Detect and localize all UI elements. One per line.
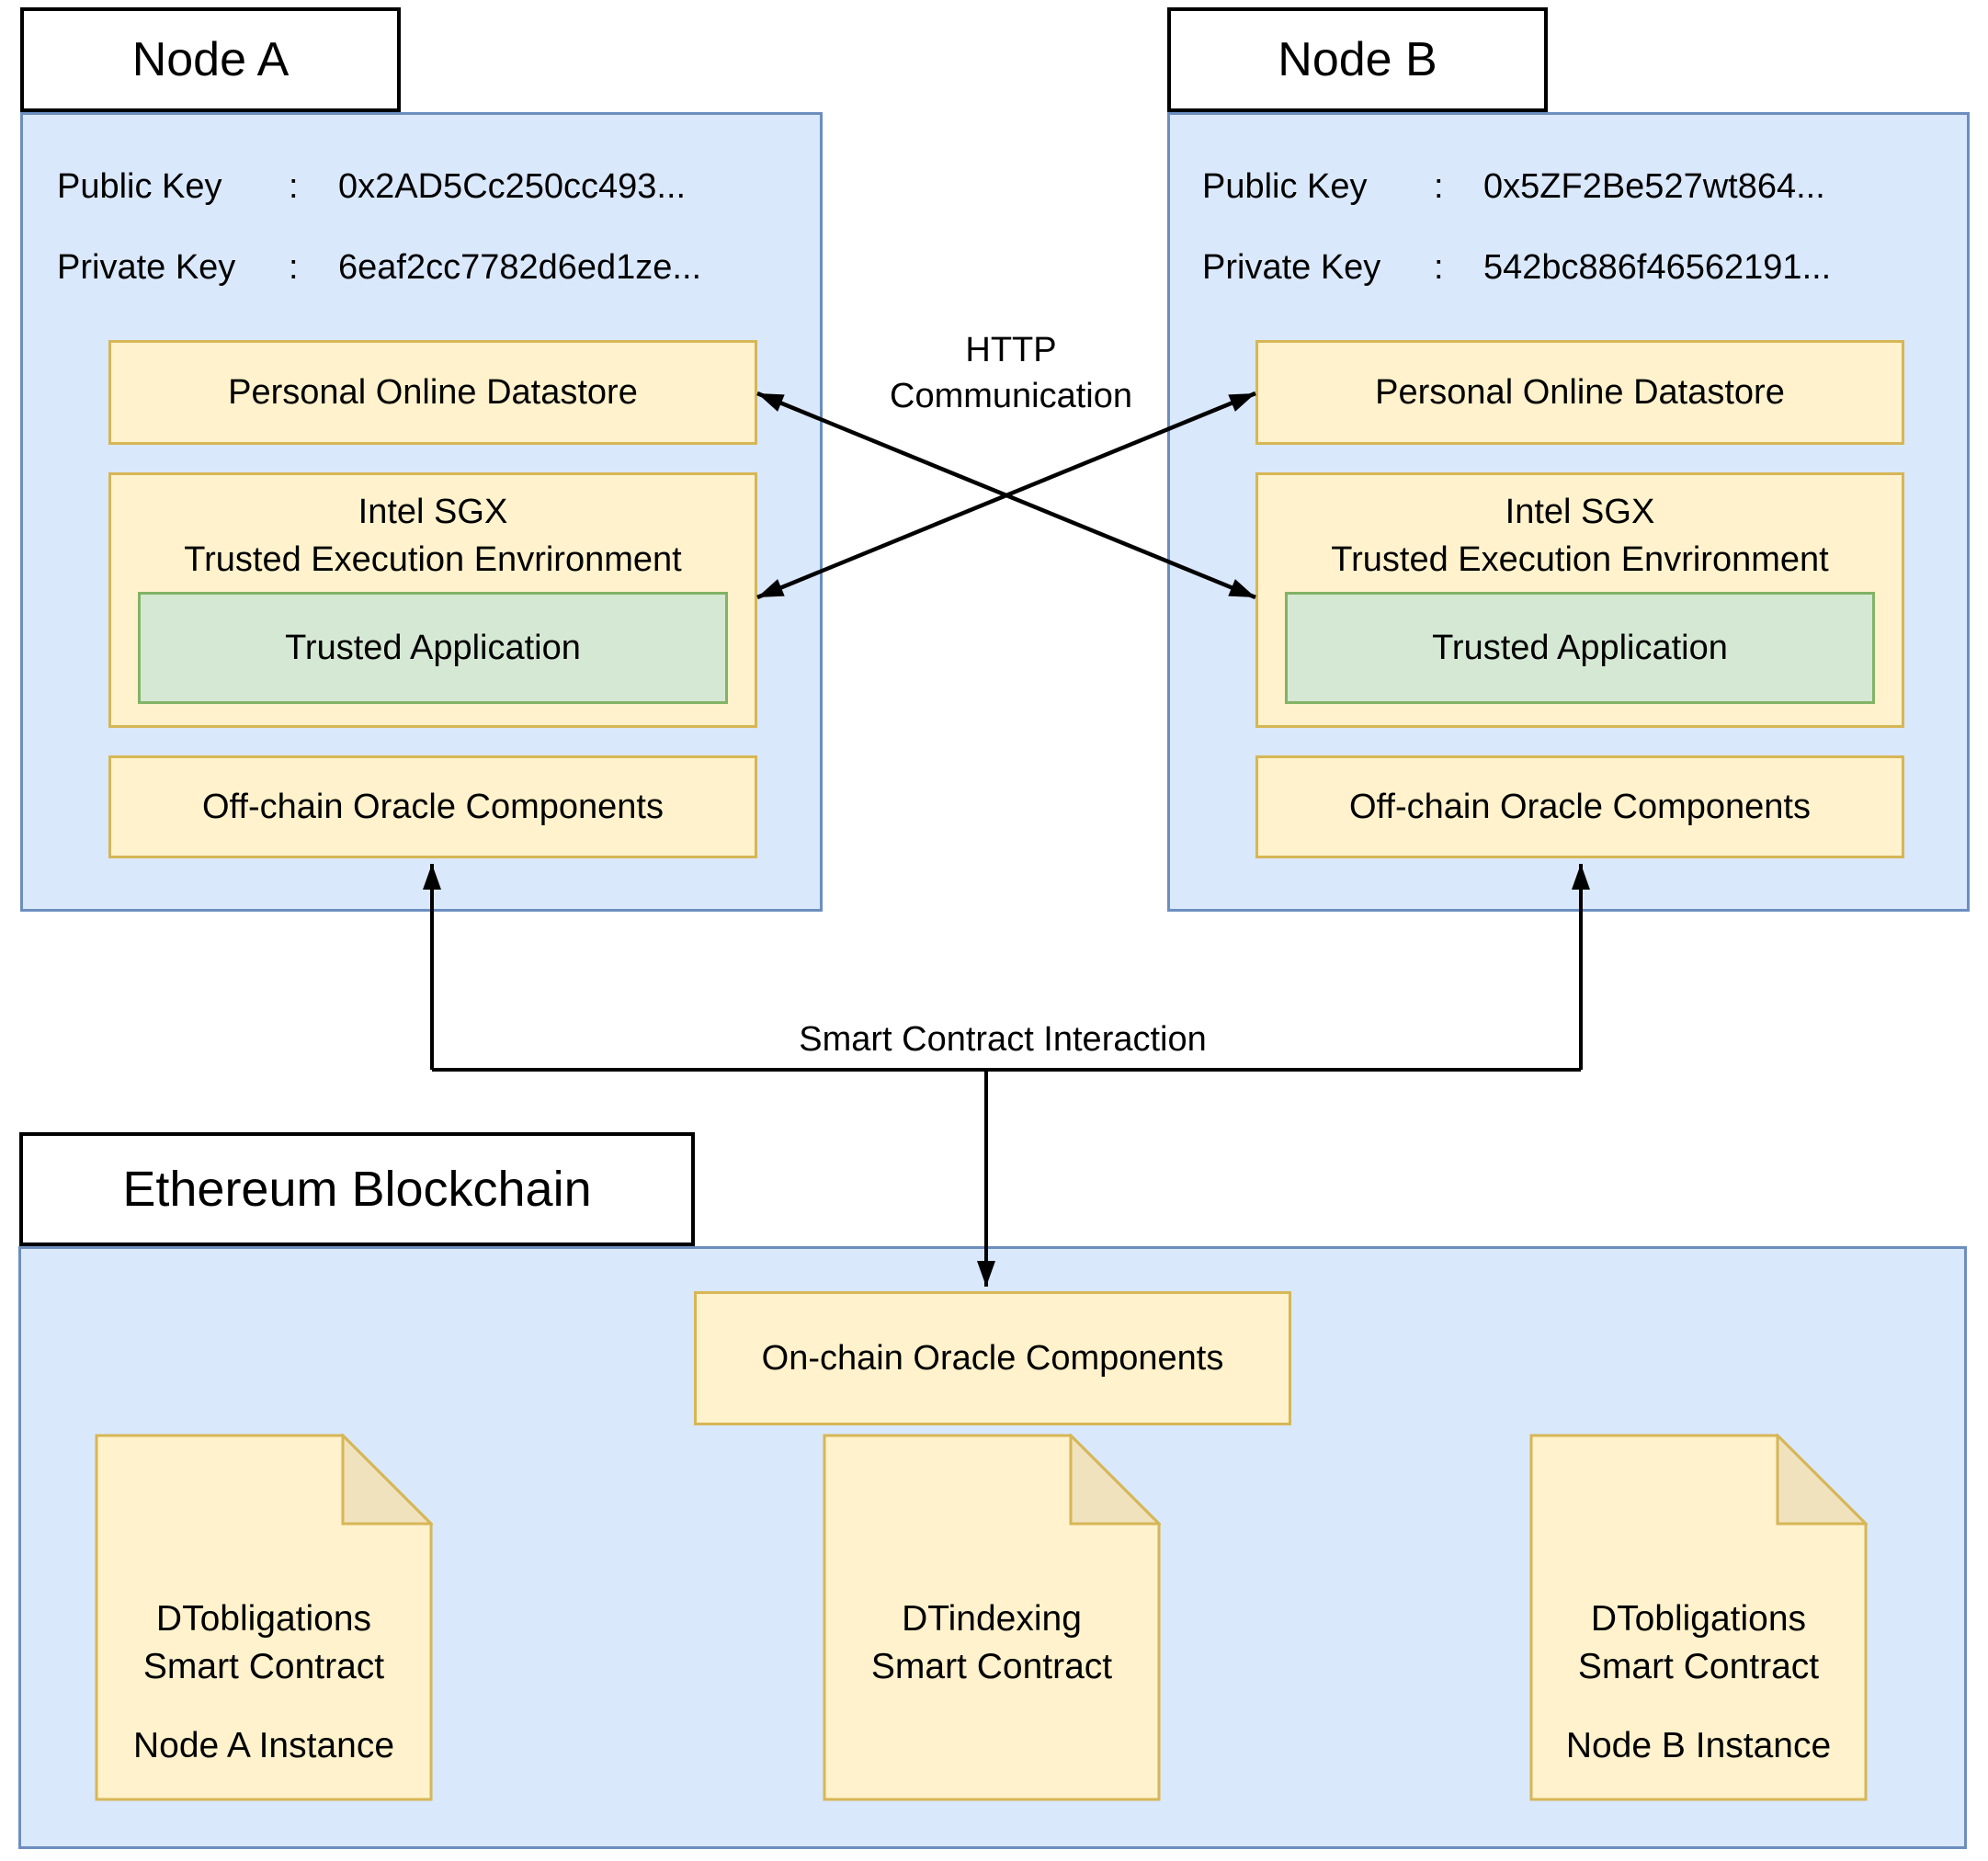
doc-instance-label: Node B Instance: [1565, 1726, 1832, 1765]
datastore-label: Personal Online Datastore: [228, 372, 638, 412]
node-a-public-key-row: Public Key:0x2AD5Cc250cc493...: [57, 167, 686, 207]
doc-name-line2: Smart Contract: [142, 1647, 385, 1686]
smart-contract-document-indexing: DTindexing Smart Contract: [823, 1434, 1161, 1801]
public-key-value: 0x2AD5Cc250cc493...: [338, 167, 687, 206]
sgx-title-line1: Intel SGX: [358, 493, 508, 531]
private-key-colon: :: [289, 248, 299, 287]
sgx-title-line1: Intel SGX: [1505, 493, 1655, 531]
public-key-value: 0x5ZF2Be527wt864...: [1483, 167, 1825, 206]
sgx-title-line2: Trusted Execution Envrironment: [184, 540, 682, 579]
http-label-line1: HTTP: [965, 331, 1057, 369]
doc-name-line2: Smart Contract: [870, 1647, 1113, 1686]
document-fold-icon: [341, 1434, 433, 1526]
node-b-datastore-box: Personal Online Datastore: [1255, 340, 1904, 445]
node-a-trusted-app-box: Trusted Application: [138, 592, 728, 704]
trusted-app-label: Trusted Application: [1432, 628, 1728, 667]
ethereum-blockchain-title: Ethereum Blockchain: [19, 1132, 695, 1246]
node-a-datastore-box: Personal Online Datastore: [108, 340, 757, 445]
datastore-label: Personal Online Datastore: [1375, 372, 1785, 412]
document-shape-icon: [823, 1434, 1161, 1801]
node-a-title: Node A: [20, 7, 401, 112]
document-shape-icon: [95, 1434, 433, 1801]
document-shape-icon: [1529, 1434, 1868, 1801]
trusted-app-label: Trusted Application: [285, 628, 581, 667]
offchain-label: Off-chain Oracle Components: [1349, 787, 1811, 826]
node-b-public-key-row: Public Key:0x5ZF2Be527wt864...: [1202, 167, 1825, 207]
private-key-label: Private Key: [57, 248, 236, 287]
node-b-private-key-row: Private Key:542bc886f46562191...: [1202, 248, 1831, 288]
doc-name-line1: DTobligations: [1590, 1599, 1807, 1639]
smart-contract-document-node-b: DTobligations Smart Contract Node B Inst…: [1529, 1434, 1868, 1801]
node-b-title: Node B: [1167, 7, 1548, 112]
node-b-trusted-app-box: Trusted Application: [1285, 592, 1875, 704]
private-key-value: 6eaf2cc7782d6ed1ze...: [338, 248, 702, 287]
sgx-title-line2: Trusted Execution Envrironment: [1331, 540, 1829, 579]
offchain-label: Off-chain Oracle Components: [202, 787, 664, 826]
document-fold-icon: [1069, 1434, 1161, 1526]
smart-contract-document-node-a: DTobligations Smart Contract Node A Inst…: [95, 1434, 433, 1801]
node-b-offchain-box: Off-chain Oracle Components: [1255, 755, 1904, 858]
doc-name-line1: DTobligations: [155, 1599, 372, 1639]
onchain-label: On-chain Oracle Components: [761, 1338, 1224, 1378]
http-communication-label: HTTP Communication: [781, 327, 1241, 419]
node-a-offchain-box: Off-chain Oracle Components: [108, 755, 757, 858]
node-a-title-label: Node A: [131, 33, 290, 86]
public-key-label: Public Key: [1202, 167, 1368, 206]
private-key-label: Private Key: [1202, 248, 1381, 287]
public-key-colon: :: [1434, 167, 1444, 206]
http-label-line2: Communication: [890, 377, 1132, 415]
doc-name-line1: DTindexing: [902, 1599, 1082, 1639]
doc-name-line2: Smart Contract: [1577, 1647, 1820, 1686]
document-fold-icon: [1776, 1434, 1868, 1526]
smart-contract-interaction-label: Smart Contract Interaction: [799, 1020, 1207, 1059]
private-key-value: 542bc886f46562191...: [1483, 248, 1832, 287]
public-key-colon: :: [289, 167, 299, 206]
node-b-title-label: Node B: [1278, 33, 1437, 86]
doc-instance-label: Node A Instance: [132, 1726, 395, 1765]
public-key-label: Public Key: [57, 167, 222, 206]
ethereum-title-label: Ethereum Blockchain: [122, 1162, 592, 1217]
node-a-private-key-row: Private Key:6eaf2cc7782d6ed1ze...: [57, 248, 701, 288]
private-key-colon: :: [1434, 248, 1444, 287]
onchain-oracle-box: On-chain Oracle Components: [694, 1291, 1291, 1425]
